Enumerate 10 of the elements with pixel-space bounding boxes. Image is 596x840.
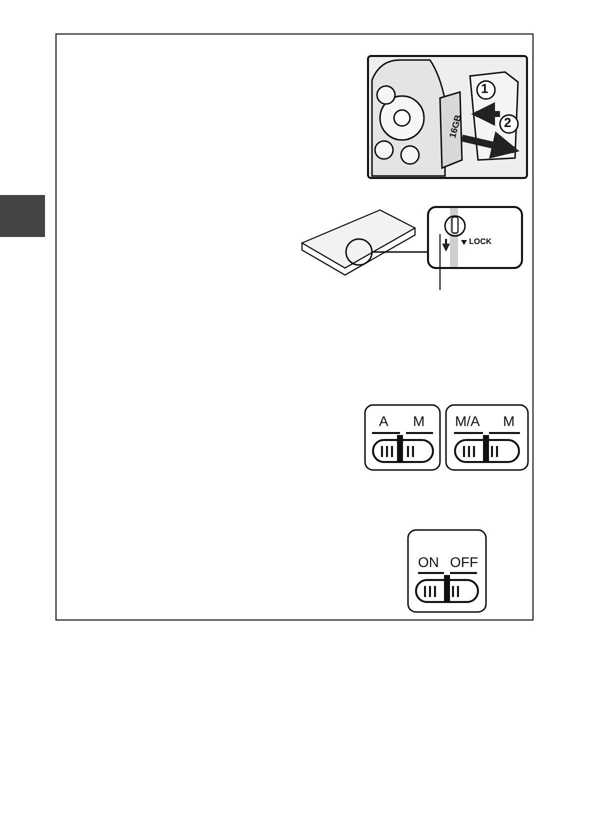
switch-label: M [503,414,515,428]
switch-label: LOCK [469,238,492,246]
step-number: 1 [481,82,488,95]
switch-label: M [413,414,425,428]
switch-label: A [379,414,388,428]
switch-label: ON [418,555,439,569]
step-number: 2 [504,116,512,129]
switch-label: M/A [455,414,480,428]
switch-label: OFF [450,555,478,569]
capacity-marking: 16GB [448,114,464,140]
